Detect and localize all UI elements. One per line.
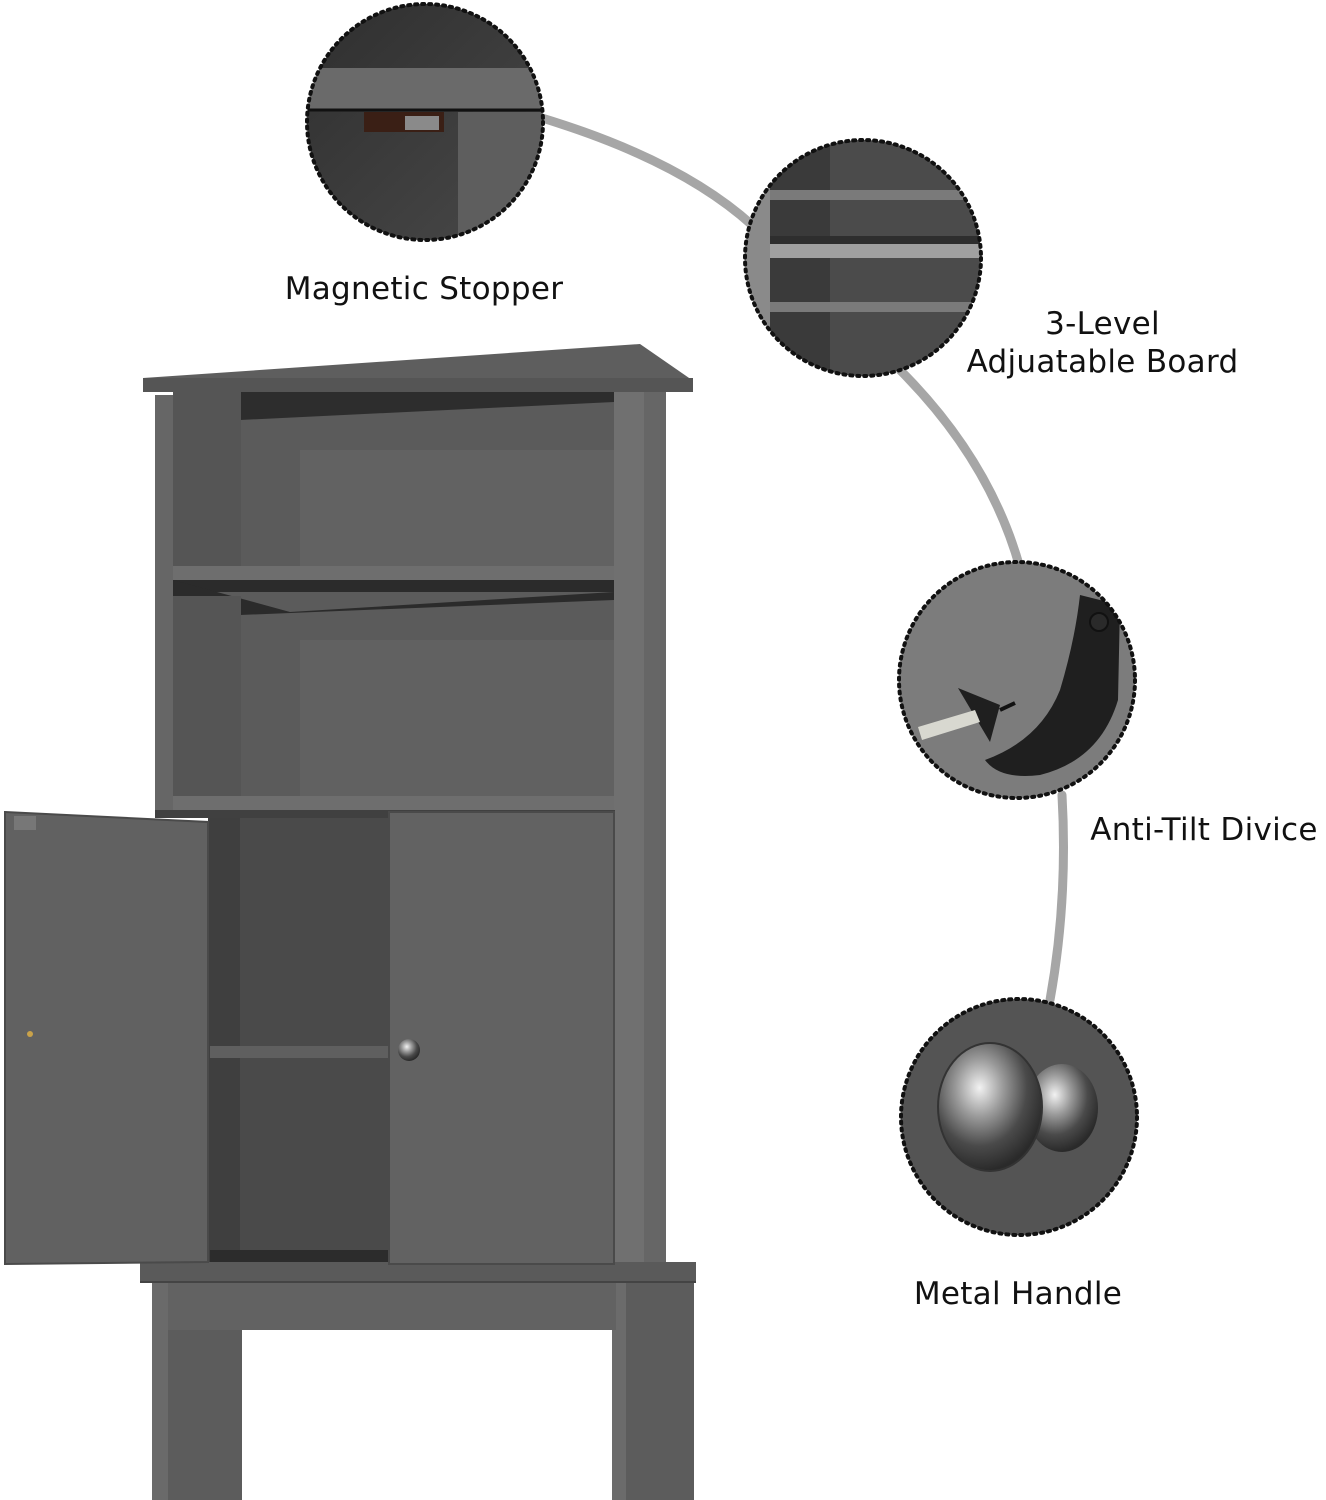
label-adjustable-board: 3-Level Adjuatable Board	[955, 305, 1250, 381]
label-adjustable-board-line1: 3-Level	[1045, 306, 1160, 342]
cabinet-illustration	[4, 344, 696, 1500]
label-magnetic-stopper: Magnetic Stopper	[284, 271, 564, 307]
label-adjustable-board-line2: Adjuatable Board	[966, 344, 1239, 380]
label-anti-tilt: Anti-Tilt Divice	[1090, 812, 1318, 848]
callout-image-adjustable-board	[743, 138, 983, 378]
connector-lines	[537, 113, 1068, 1005]
callout-image-magnetic-stopper	[305, 2, 545, 242]
door-hinge-plate	[14, 816, 36, 830]
callout-image-metal-handle	[899, 997, 1139, 1237]
label-metal-handle: Metal Handle	[913, 1276, 1123, 1312]
callout-image-anti-tilt	[897, 560, 1137, 800]
door-knob	[398, 1039, 420, 1061]
magnet-dot	[27, 1031, 33, 1037]
